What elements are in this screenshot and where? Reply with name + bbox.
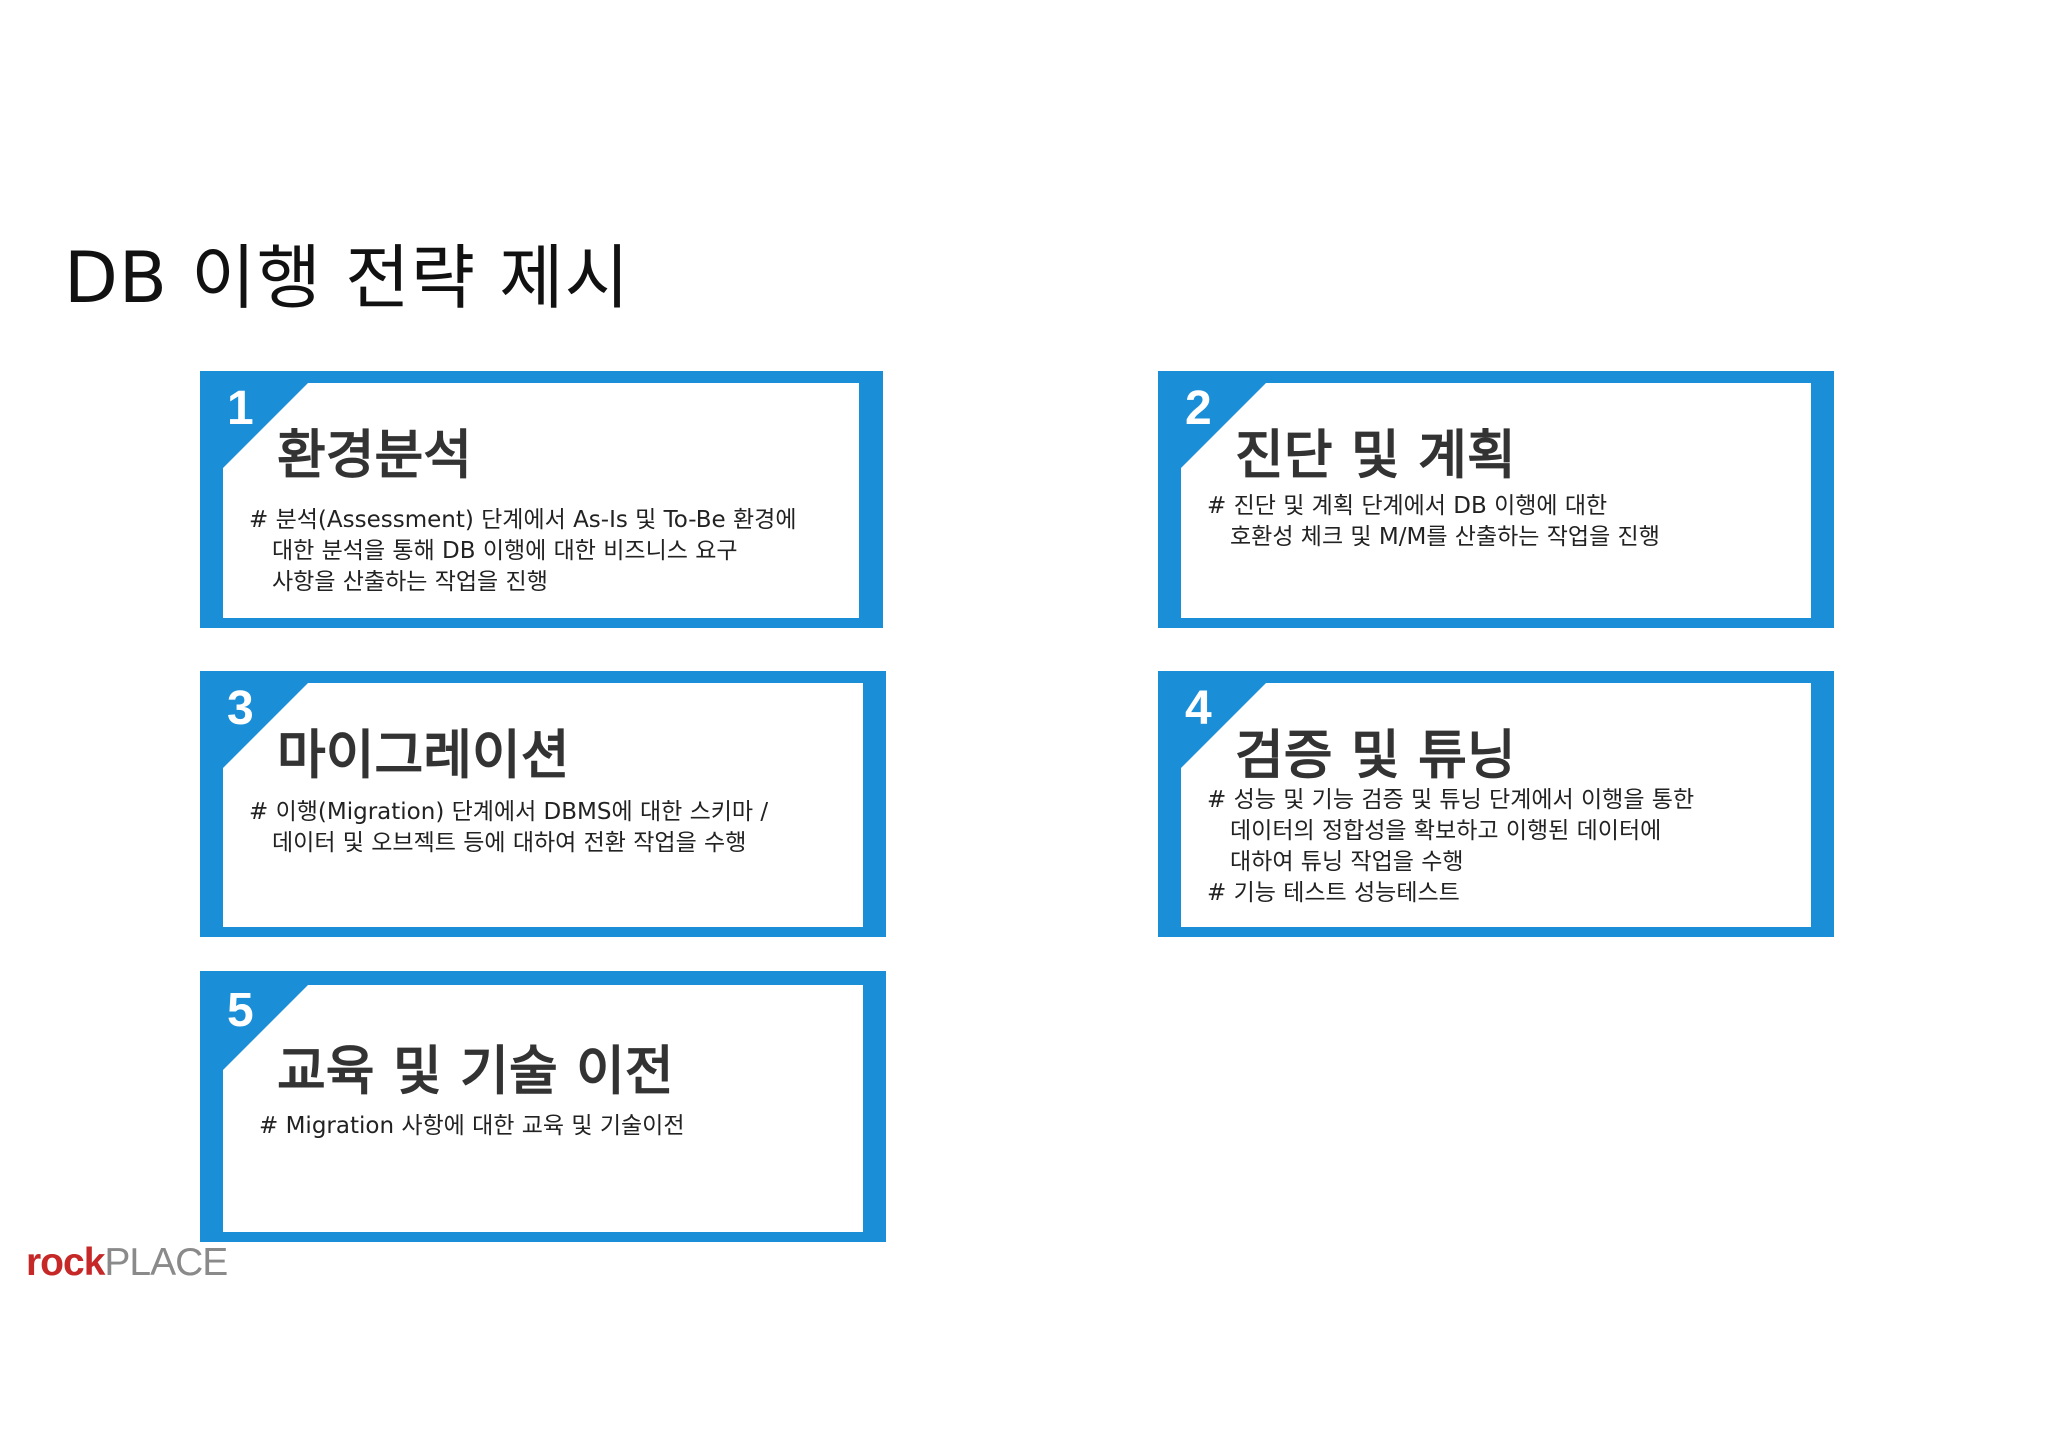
page-title: DB 이행 전략 제시 <box>64 237 631 319</box>
logo-text-bold: rock <box>26 1241 105 1284</box>
step-title: 진단 및 계획 <box>1235 425 1516 486</box>
desc-line: # Migration 사항에 대한 교육 및 기술이전 <box>259 1113 685 1139</box>
step-description: # Migration 사항에 대한 교육 및 기술이전 <box>259 1111 853 1142</box>
desc-line: # 이행(Migration) 단계에서 DBMS에 대한 스키마 / <box>249 799 769 825</box>
step-title: 환경분석 <box>277 425 473 486</box>
step-title: 교육 및 기술 이전 <box>277 1041 674 1102</box>
desc-line: 데이터의 정합성을 확보하고 이행된 데이터에 <box>1230 818 1662 844</box>
desc-line: # 분석(Assessment) 단계에서 As-Is 및 To-Be 환경에 <box>249 507 797 533</box>
step-description: # 이행(Migration) 단계에서 DBMS에 대한 스키마 / 데이터 … <box>249 797 853 859</box>
desc-line: # 진단 및 계획 단계에서 DB 이행에 대한 <box>1207 493 1608 519</box>
step-card-2: 2 진단 및 계획 # 진단 및 계획 단계에서 DB 이행에 대한 호환성 체… <box>1158 371 1834 628</box>
desc-line: 호환성 체크 및 M/M를 산출하는 작업을 진행 <box>1230 524 1660 550</box>
step-number: 5 <box>227 985 254 1037</box>
step-card-4: 4 검증 및 튜닝 # 성능 및 기능 검증 및 튜닝 단계에서 이행을 통한 … <box>1158 671 1834 937</box>
desc-line: 대하여 튜닝 작업을 수행 <box>1230 849 1464 875</box>
step-card-1: 1 환경분석 # 분석(Assessment) 단계에서 As-Is 및 To-… <box>200 371 883 628</box>
desc-line: # 성능 및 기능 검증 및 튜닝 단계에서 이행을 통한 <box>1207 787 1695 813</box>
step-number: 4 <box>1185 683 1212 735</box>
logo-text-light: PLACE <box>104 1241 228 1284</box>
rockplace-logo: rockPLACE <box>26 1238 228 1288</box>
step-card-3: 3 마이그레이션 # 이행(Migration) 단계에서 DBMS에 대한 스… <box>200 671 886 937</box>
step-title: 검증 및 튜닝 <box>1235 725 1516 786</box>
step-description: # 진단 및 계획 단계에서 DB 이행에 대한 호환성 체크 및 M/M를 산… <box>1207 491 1801 553</box>
step-number: 1 <box>227 383 254 435</box>
step-number: 3 <box>227 683 254 735</box>
desc-line: 대한 분석을 통해 DB 이행에 대한 비즈니스 요구 <box>272 538 738 564</box>
desc-line: 데이터 및 오브젝트 등에 대하여 전환 작업을 수행 <box>272 830 747 856</box>
desc-line: 사항을 산출하는 작업을 진행 <box>272 569 548 595</box>
step-number: 2 <box>1185 383 1212 435</box>
step-description: # 분석(Assessment) 단계에서 As-Is 및 To-Be 환경에 … <box>249 505 849 598</box>
step-description: # 성능 및 기능 검증 및 튜닝 단계에서 이행을 통한 데이터의 정합성을 … <box>1207 785 1801 909</box>
desc-line: # 기능 테스트 성능테스트 <box>1207 880 1460 906</box>
step-title: 마이그레이션 <box>277 725 570 786</box>
step-card-5: 5 교육 및 기술 이전 # Migration 사항에 대한 교육 및 기술이… <box>200 971 886 1242</box>
